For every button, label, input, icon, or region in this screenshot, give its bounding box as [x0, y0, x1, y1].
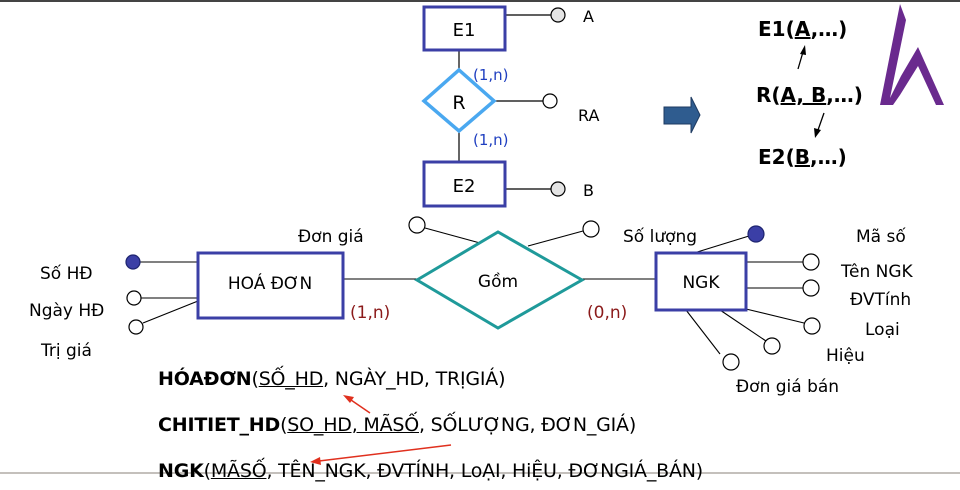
relation-open-paren: (	[280, 414, 288, 436]
right-arrow-icon	[663, 96, 701, 134]
attribute-tri-gia-label: Trị giá	[40, 341, 92, 361]
attribute-a-circle	[550, 7, 566, 23]
entity-e2	[422, 160, 507, 208]
attribute-don-gia-ban-label: Đơn giá bán	[736, 377, 839, 397]
relation-primary-key: SO_HD, MÃSỐ	[287, 414, 419, 436]
entity-e2-label: E2	[453, 176, 476, 197]
arrowhead-down-icon	[814, 128, 821, 138]
relation-attributes: , TÊN_NGK, ĐVTÍNH, LoẠI, HiỆU, ĐƠNGIÁ_BÁ…	[266, 460, 703, 482]
attribute-so-luong-circle	[582, 220, 600, 238]
entity-e1-label: E1	[453, 20, 476, 41]
attribute-don-gia-label: Đơn giá	[298, 227, 364, 247]
arrowhead-up-icon	[800, 45, 806, 55]
attribute-hieu-circle	[763, 337, 781, 355]
attribute-ten-ngk-circle	[802, 253, 820, 271]
arrow-r-to-e1	[797, 51, 804, 70]
relation-schema-chitiet-hd: CHITIET_HD(SO_HD, MÃSỐ, SỐLƯỢNG, ĐƠN_GIÁ…	[158, 414, 636, 436]
rule-e1: E1(A,…)	[758, 17, 847, 41]
cardinality-hoa-don: (1,n)	[350, 303, 390, 323]
attribute-don-gia-ban-circle	[722, 353, 740, 371]
attribute-don-gia-circle	[408, 216, 426, 234]
relation-attributes: , SỐLƯỢNG, ĐƠN_GIÁ)	[419, 414, 637, 436]
connector-loai	[745, 308, 805, 324]
foreign-key-arrows	[310, 395, 452, 465]
attribute-ten-ngk-label: Tên NGK	[840, 262, 914, 282]
key-attribute-ma-so-circle	[747, 225, 765, 243]
key-attribute-so-hd-circle	[125, 254, 141, 270]
attribute-ngay-hd-label: Ngày HĐ	[29, 301, 104, 321]
rule-r-name: R(	[756, 83, 781, 107]
attribute-so-hd-label: Số HĐ	[40, 263, 93, 284]
rule-e1-name: E1(	[758, 17, 795, 41]
rule-e1-rest: ,…)	[810, 17, 848, 41]
attribute-a-label: A	[583, 7, 594, 26]
rule-e2: E2(B,…)	[758, 145, 847, 169]
attribute-b-label: B	[583, 181, 594, 200]
relation-name: HÓAĐƠN	[158, 368, 252, 390]
cardinality-ngk: (0,n)	[587, 303, 627, 323]
relation-name: CHITIET_HD	[158, 414, 281, 436]
top-border	[0, 0, 960, 2]
attribute-hieu-label: Hiệu	[826, 346, 865, 366]
rule-e2-rest: ,…)	[809, 145, 847, 169]
relation-open-paren: (	[203, 460, 211, 482]
cardinality-bottom: (1,n)	[473, 131, 509, 149]
fk-arrowhead-so-hd-icon	[343, 395, 354, 403]
relation-gom-label: Gồm	[478, 271, 518, 292]
arrow-r-to-e2	[817, 112, 825, 131]
connector-ma-so	[693, 235, 750, 254]
attribute-ra-label: RA	[578, 106, 599, 125]
attribute-ma-so-label: Mã số	[856, 226, 906, 247]
connector-don-gia-ban	[685, 309, 721, 355]
entity-hoa-don	[196, 251, 345, 320]
relation-gom	[414, 230, 586, 330]
generic-model: E1 R E2 (1,n) (1,n) A RA B	[421, 5, 599, 208]
connector-so-luong	[527, 230, 584, 247]
cardinality-top: (1,n)	[473, 66, 509, 84]
relation-primary-key: MÃSỐ	[210, 460, 267, 482]
connector-hieu	[719, 309, 767, 342]
fk-arrowhead-ma-so-icon	[310, 457, 321, 465]
relation-open-paren: (	[251, 368, 259, 390]
rule-arrows	[797, 45, 825, 138]
relation-primary-key: SỐ_HD	[258, 368, 324, 390]
attribute-loai-circle	[803, 317, 821, 335]
attribute-loai-label: Loại	[865, 320, 900, 340]
attribute-b-circle	[550, 181, 566, 197]
attribute-so-luong-label: Số lượng	[623, 226, 697, 247]
relation-attributes: , NGÀY_HD, TRỊGIÁ)	[323, 368, 506, 390]
connector-don-gia	[424, 227, 481, 244]
attribute-ngay-hd-circle	[126, 290, 142, 306]
relation-name: NGK	[158, 460, 204, 482]
h-logo-icon	[880, 4, 944, 105]
attribute-ra-circle	[542, 93, 558, 109]
rule-r-rest: ,…)	[826, 83, 863, 107]
entity-hoa-don-label: HOÁ ĐƠN	[228, 272, 312, 294]
relation-r-label: R	[452, 92, 465, 114]
rule-e1-key: A	[794, 17, 811, 41]
fk-arrow-so-hd	[350, 399, 371, 414]
relation-schema-hoadon: HÓAĐƠN(SỐ_HD, NGÀY_HD, TRỊGIÁ)	[158, 368, 506, 390]
connector-tri-gia	[142, 300, 199, 324]
relation-r	[421, 67, 497, 134]
entity-e1	[422, 5, 507, 52]
attribute-dvtinh-label: ĐVTính	[850, 290, 911, 310]
rule-e2-name: E2(	[758, 145, 795, 169]
attribute-dvtinh-circle	[802, 279, 820, 297]
entity-ngk-label: NGK	[682, 273, 720, 293]
fk-arrow-ma-so	[318, 444, 452, 462]
rule-e2-key: B	[794, 145, 810, 169]
rule-r-key: A, B	[780, 83, 827, 107]
example-model: HOÁ ĐƠN Gồm NGK (1,n) (0,n) Đơn giá Số l…	[29, 216, 914, 397]
entity-ngk	[654, 251, 748, 312]
attribute-tri-gia-circle	[128, 319, 144, 335]
rule-r: R(A, B,…)	[756, 83, 863, 107]
relation-schema-ngk: NGK(MÃSỐ, TÊN_NGK, ĐVTÍNH, LoẠI, HiỆU, Đ…	[158, 460, 703, 482]
